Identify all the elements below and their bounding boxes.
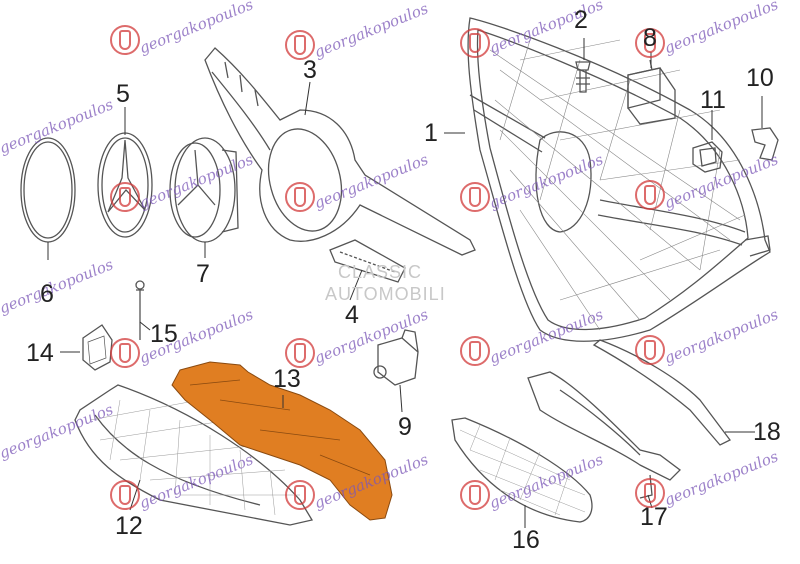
watermark-logo [110,25,140,55]
watermark-logo [110,480,140,510]
watermark-logo [285,182,315,212]
callout-13: 13 [273,365,301,393]
callout-8: 8 [643,24,657,52]
watermark-logo [635,478,665,508]
part-13-highlighted [171,361,393,521]
callout-11: 11 [700,86,726,114]
watermark-logo [460,480,490,510]
callout-7: 7 [196,260,210,288]
callout-5: 5 [116,80,130,108]
part-6-ring [20,137,76,243]
watermark-logo [460,336,490,366]
callout-12: 12 [115,512,143,540]
part-18-trim [592,339,731,446]
part-10-bracket [751,127,779,161]
stamp-line1: CLASSIC [338,262,423,282]
part-8-module [627,59,676,125]
watermark-logo [460,28,490,58]
callout-10: 10 [746,64,774,92]
callout-14: 14 [26,339,54,367]
part-12-lower-grille [74,384,314,526]
part-3-frame [204,47,476,256]
watermark-logo [110,182,140,212]
callout-15: 15 [150,320,178,348]
part-7-base [169,137,239,243]
part-4-plate [329,239,406,283]
part-14-clip [82,324,113,371]
watermark-logo [635,180,665,210]
part-9-sensor [373,329,419,386]
callout-4: 4 [345,301,359,329]
watermark-logo [110,338,140,368]
part-1-grille [467,17,771,342]
part-16-mesh [451,417,593,523]
watermark-logo [635,28,665,58]
part-15-pin [135,280,145,340]
callout-16: 16 [512,526,540,554]
callout-18: 18 [753,418,781,446]
callout-17: 17 [640,503,668,531]
part-2-clip [575,61,591,93]
stamp-line2: AUTOMOBILI [325,284,446,304]
callout-9: 9 [398,413,412,441]
part-11-bracket [692,141,723,173]
watermark-logo [285,480,315,510]
callout-1: 1 [424,119,438,147]
callout-2: 2 [574,6,588,34]
watermark-logo [460,182,490,212]
callout-3: 3 [303,56,317,84]
watermark-logo [635,335,665,365]
watermark-logo [285,30,315,60]
callout-6: 6 [40,280,54,308]
watermark-logo [285,338,315,368]
